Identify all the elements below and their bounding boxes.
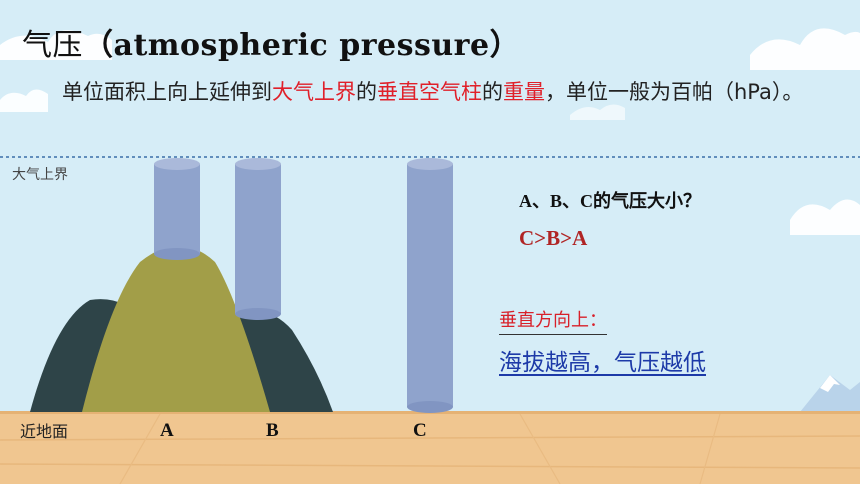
clouds <box>0 28 860 235</box>
title-english: （atmospheric pressure） <box>83 28 521 63</box>
cloud-top-left-icon <box>0 30 112 60</box>
definition-highlight-top-of-atmosphere: 大气上界 <box>272 80 356 104</box>
point-b-label: B <box>266 420 279 441</box>
top-of-atmosphere-label: 大气上界 <box>12 167 68 183</box>
cloud-top-right-icon <box>750 28 860 71</box>
air-column-b <box>235 158 281 320</box>
air-column-c <box>407 158 453 413</box>
answer-text: C>B>A <box>519 226 588 250</box>
distant-peak <box>800 375 860 412</box>
mountain-olive-a <box>82 246 270 412</box>
conclusion-text: 海拔越高，气压越低 <box>499 350 706 376</box>
definition-part-4: ，单位一般为百帕（hPa）。 <box>545 80 804 104</box>
ground-label: 近地面 <box>20 422 69 441</box>
point-a-label: A <box>160 420 174 441</box>
definition-part-1: 单位面积上向上延伸到 <box>62 80 272 104</box>
vertical-direction-heading: 垂直方向上： <box>499 306 607 335</box>
definition-text: 单位面积上向上延伸到大气上界的垂直空气柱的重量，单位一般为百帕（hPa）。 <box>62 76 822 109</box>
question-text: A、B、C的气压大小？ <box>519 191 702 211</box>
ground <box>0 411 860 484</box>
cloud-right-small-icon <box>570 104 625 120</box>
cloud-right-icon <box>790 199 860 235</box>
title-chinese: 气压 <box>22 28 83 63</box>
air-column-a <box>154 158 200 260</box>
definition-highlight-weight: 重量 <box>503 80 545 104</box>
definition-part-2: 的 <box>356 80 377 104</box>
point-c-label: C <box>413 420 427 441</box>
cloud-left-icon <box>0 89 48 112</box>
definition-highlight-air-column: 垂直空气柱 <box>377 80 482 104</box>
page-title: 气压（atmospheric pressure） <box>22 20 520 64</box>
definition-part-3: 的 <box>482 80 503 104</box>
